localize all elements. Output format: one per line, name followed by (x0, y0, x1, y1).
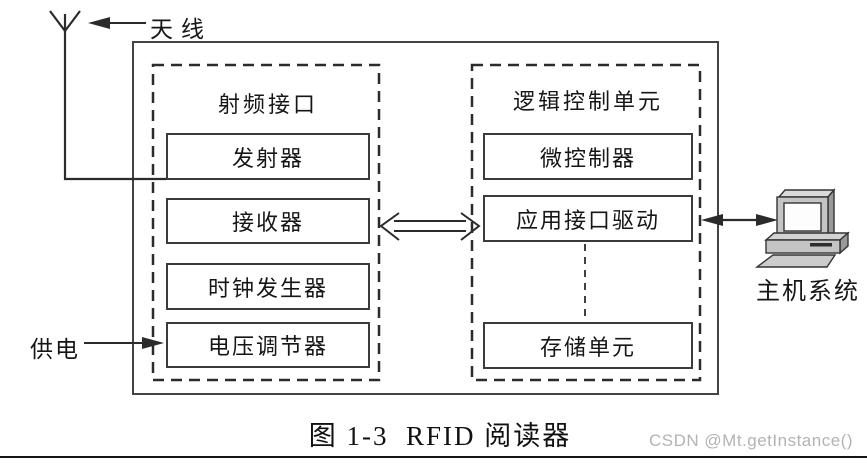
figure-caption: 图 1-3 RFID 阅读器 (308, 421, 572, 451)
box-clock-generator: 时钟发生器 (166, 263, 370, 310)
logic-section-dashed-box (470, 63, 702, 382)
logic-section-title: 逻辑控制单元 (512, 89, 663, 114)
rf-section-dashed-box (151, 63, 381, 382)
power-arrow (84, 337, 164, 349)
box-storage-unit: 存储单元 (483, 322, 693, 369)
host-double-arrow (701, 214, 778, 226)
antenna-label: 天线 (150, 17, 212, 42)
section-double-arrow (379, 212, 481, 241)
host-system-label: 主机系统 (756, 279, 860, 305)
antenna-pointer-arrow (88, 17, 146, 29)
host-computer-icon (754, 188, 850, 268)
box-app-interface-driver: 应用接口驱动 (483, 195, 693, 242)
csdn-watermark: CSDN @Mt.getInstance() (649, 431, 853, 450)
power-label: 供电 (30, 337, 80, 362)
rf-section-title: 射频接口 (217, 92, 318, 117)
box-transmitter: 发射器 (166, 133, 370, 180)
antenna-icon (49, 10, 166, 181)
box-voltage-regulator: 电压调节器 (166, 322, 370, 368)
page-divider-line (0, 456, 867, 458)
box-microcontroller: 微控制器 (483, 133, 693, 180)
box-receiver: 接收器 (166, 198, 370, 244)
